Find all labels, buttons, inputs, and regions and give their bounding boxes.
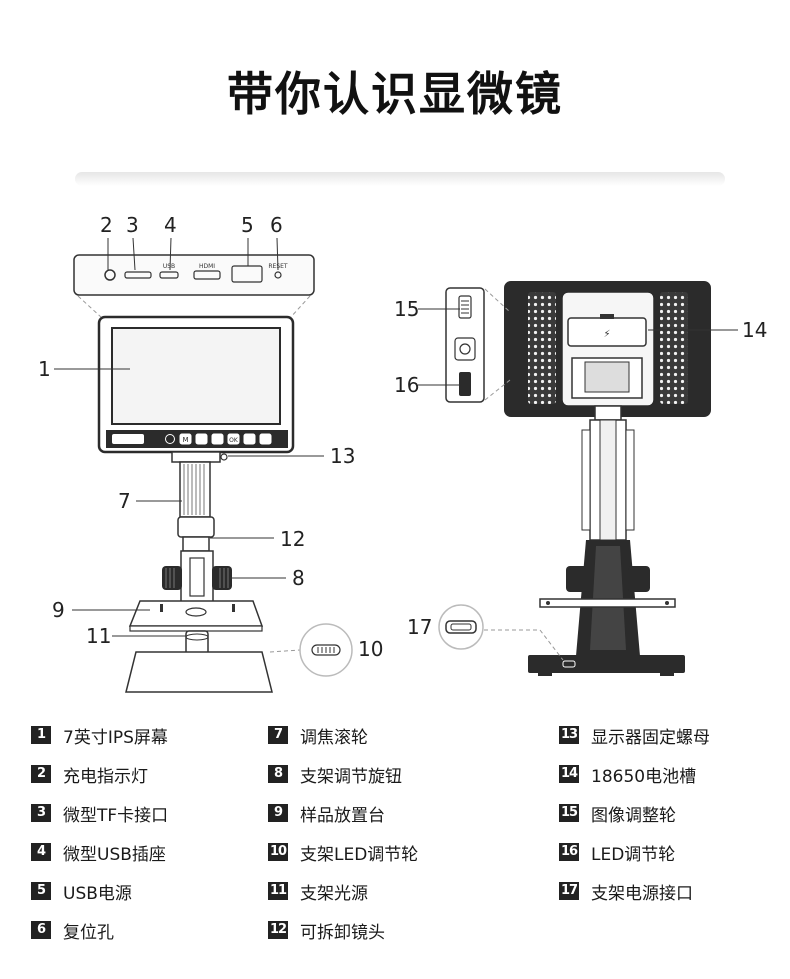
ok-key-label: OK <box>229 437 239 444</box>
legend-item: 3 微型TF卡接口 <box>31 802 169 826</box>
legend-text: 支架电源接口 <box>591 883 693 904</box>
callout-9: 9 <box>52 598 65 622</box>
power-port-inset <box>438 604 484 650</box>
legend-item: 2 充电指示灯 <box>31 763 148 787</box>
callout-15: 15 <box>394 297 419 321</box>
legend-item: 6 复位孔 <box>31 919 114 943</box>
legend-item: 17 支架电源接口 <box>559 880 693 904</box>
legend-number: 11 <box>268 882 288 900</box>
callout-14: 14 <box>742 318 767 342</box>
legend-number: 4 <box>31 843 51 861</box>
callout-3: 3 <box>126 213 139 237</box>
legend-number: 9 <box>268 804 288 822</box>
legend-text: 充电指示灯 <box>63 766 148 787</box>
callout-5: 5 <box>241 213 254 237</box>
legend-text: 调焦滚轮 <box>300 727 368 748</box>
microscope-base <box>125 630 273 693</box>
focus-column <box>171 451 228 552</box>
legend-item: 12 可拆卸镜头 <box>268 919 385 943</box>
legend-number: 6 <box>31 921 51 939</box>
sample-stage <box>128 600 264 632</box>
callout-17: 17 <box>407 615 432 639</box>
legend-text: 18650电池槽 <box>591 766 697 787</box>
legend-number: 12 <box>268 921 288 939</box>
callout-4: 4 <box>164 213 177 237</box>
legend-item: 1 7英寸IPS屏幕 <box>31 724 168 748</box>
callout-2: 2 <box>100 213 113 237</box>
legend-number: 14 <box>559 765 579 783</box>
hdmi-port-label: HDMI <box>199 263 215 270</box>
legend-text: 样品放置台 <box>300 805 385 826</box>
legend-item: 7 调焦滚轮 <box>268 724 368 748</box>
legend-text: 微型USB插座 <box>63 844 166 865</box>
legend-text: USB电源 <box>63 883 132 904</box>
legend-item: 9 样品放置台 <box>268 802 385 826</box>
legend-text: 微型TF卡接口 <box>63 805 169 826</box>
legend-number: 1 <box>31 726 51 744</box>
callout-12: 12 <box>280 527 305 551</box>
legend-number: 13 <box>559 726 579 744</box>
callout-10: 10 <box>358 637 383 661</box>
callout-7: 7 <box>118 489 131 513</box>
callout-8: 8 <box>292 566 305 590</box>
callout-1: 1 <box>38 357 51 381</box>
legend-number: 7 <box>268 726 288 744</box>
callout-6: 6 <box>270 213 283 237</box>
legend-text: 复位孔 <box>63 922 114 943</box>
menu-key-label: M <box>182 436 188 444</box>
callout-13: 13 <box>330 444 355 468</box>
legend-text: 支架调节旋钮 <box>300 766 402 787</box>
legend-text: 可拆卸镜头 <box>300 922 385 943</box>
legend-text: 支架光源 <box>300 883 368 904</box>
rear-monitor: ⚡ <box>504 281 711 417</box>
legend-number: 15 <box>559 804 579 822</box>
page-title: 带你认识显微镜 <box>227 67 563 121</box>
panel-shadow <box>75 172 725 186</box>
legend-item: 15 图像调整轮 <box>559 802 676 826</box>
display-monitor: M OK <box>97 315 295 454</box>
stand-arm <box>162 550 232 604</box>
battery-icon: ⚡ <box>603 329 610 340</box>
rear-column <box>528 405 685 676</box>
legend-item: 10 支架LED调节轮 <box>268 841 419 865</box>
legend-number: 16 <box>559 843 579 861</box>
led-wheel-inset <box>299 623 353 677</box>
legend-text: 图像调整轮 <box>591 805 676 826</box>
legend-item: 11 支架光源 <box>268 880 368 904</box>
legend-text: 支架LED调节轮 <box>300 844 419 865</box>
legend-item: 16 LED调节轮 <box>559 841 676 865</box>
legend-item: 8 支架调节旋钮 <box>268 763 402 787</box>
legend-number: 17 <box>559 882 579 900</box>
legend-text: LED调节轮 <box>591 844 676 865</box>
parts-legend: 1 7英寸IPS屏幕 2 充电指示灯 3 微型TF卡接口 4 微型USB插座 5 USB电… <box>0 718 790 958</box>
legend-item: 14 18650电池槽 <box>559 763 697 787</box>
legend-item: 4 微型USB插座 <box>31 841 166 865</box>
legend-number: 5 <box>31 882 51 900</box>
legend-number: 3 <box>31 804 51 822</box>
legend-item: 5 USB电源 <box>31 880 132 904</box>
callout-16: 16 <box>394 373 419 397</box>
usb-port-label: USB <box>163 263 175 270</box>
side-panel-inset <box>445 287 485 403</box>
callout-11: 11 <box>86 624 111 648</box>
legend-item: 13 显示器固定螺母 <box>559 724 710 748</box>
legend-text: 7英寸IPS屏幕 <box>63 727 168 748</box>
legend-number: 10 <box>268 843 288 861</box>
legend-number: 2 <box>31 765 51 783</box>
legend-text: 显示器固定螺母 <box>591 727 710 748</box>
legend-number: 8 <box>268 765 288 783</box>
